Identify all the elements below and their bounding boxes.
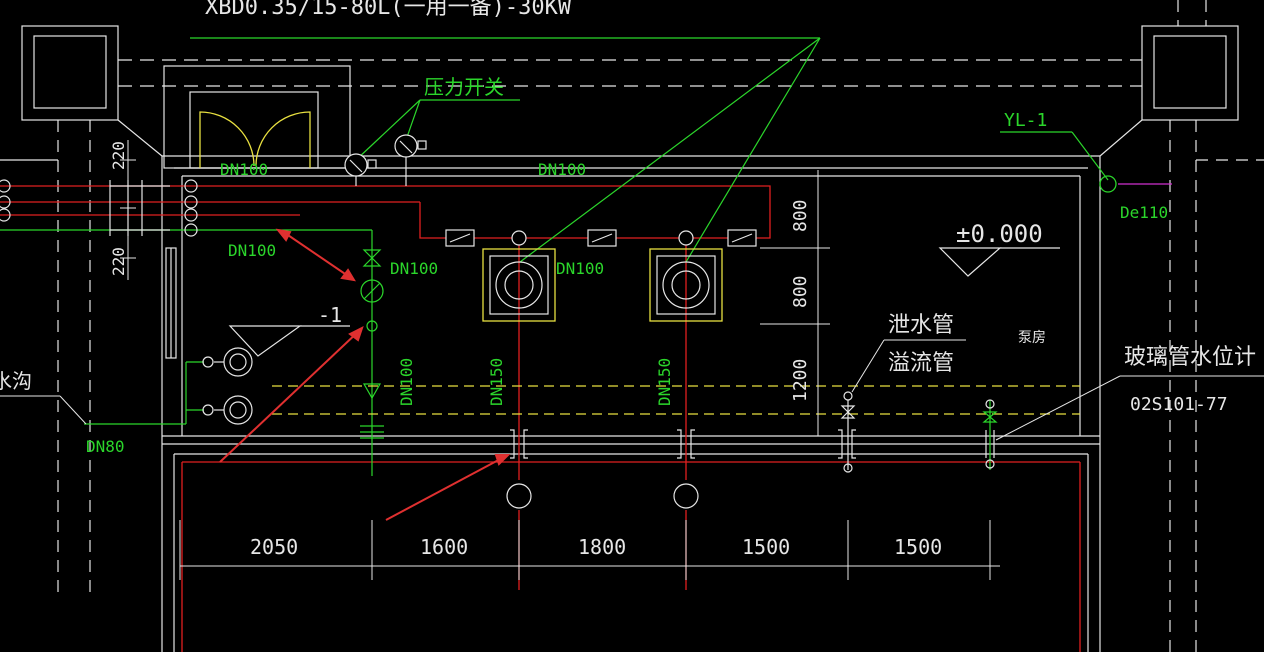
dimension-lines xyxy=(120,140,1000,580)
dim-1600: 1600 xyxy=(420,535,468,559)
wall-sleeves xyxy=(506,391,998,509)
label-dn150-a: DN150 xyxy=(487,358,506,406)
label-elevation: ±0.000 xyxy=(956,220,1043,248)
dim-220-a: 220 xyxy=(109,141,128,170)
dim-220-b: 220 xyxy=(109,247,128,276)
dim-1800: 1800 xyxy=(578,535,626,559)
annotation-arrows xyxy=(219,228,511,521)
label-yl1: YL-1 xyxy=(1004,110,1047,131)
annotation-leaders xyxy=(0,339,1264,441)
label-dn100-mid: DN100 xyxy=(556,259,604,278)
check-valves xyxy=(445,229,757,247)
pressure-gauges xyxy=(344,134,427,186)
label-dn100-left: DN100 xyxy=(228,241,276,260)
dim-800-a: 800 xyxy=(790,199,811,232)
pump-b xyxy=(649,230,723,322)
label-de110: De110 xyxy=(1120,203,1168,222)
label-overflow-pipe: 溢流管 xyxy=(888,351,954,376)
pump-units xyxy=(482,230,723,322)
red-pipes xyxy=(0,185,1081,652)
label-pressure-switch: 压力开关 xyxy=(424,75,504,99)
label-dn100-top-left: DN100 xyxy=(220,160,268,179)
label-glass-gauge-ref: 02S101-77 xyxy=(1130,394,1228,415)
yellow-dashed-lines xyxy=(272,385,1080,415)
label-glass-gauge: 玻璃管水位计 xyxy=(1124,345,1256,370)
pump-a xyxy=(482,230,556,322)
label-drain-ditch: 水沟 xyxy=(0,369,32,393)
elevation-markers xyxy=(228,247,1060,357)
dim-2050: 2050 xyxy=(250,535,298,559)
label-dn150-b: DN150 xyxy=(655,358,674,406)
green-pipes xyxy=(0,37,991,476)
label-dn100-vertical: DN100 xyxy=(397,358,416,406)
small-pumps xyxy=(202,347,253,425)
label-dn100-valve: DN100 xyxy=(390,259,438,278)
yl1-riser xyxy=(1000,131,1117,193)
label-pump-room: 泵房 xyxy=(1018,330,1046,346)
dim-1500-b: 1500 xyxy=(894,535,942,559)
dim-1200: 1200 xyxy=(790,359,811,402)
dim-1500-a: 1500 xyxy=(742,535,790,559)
label-minus-one: -1 xyxy=(318,303,342,327)
label-dn80: DN80 xyxy=(86,437,125,456)
riser-circles xyxy=(0,179,198,237)
label-drain-pipe: 泄水管 xyxy=(888,313,954,338)
dim-800-b: 800 xyxy=(790,275,811,308)
valve-assembly xyxy=(360,249,384,439)
door-swing xyxy=(199,111,311,168)
label-dn100-top-mid: DN100 xyxy=(538,160,586,179)
pump-model-title: XBD0.35/15-80L(一用一备)-30KW xyxy=(205,0,572,20)
